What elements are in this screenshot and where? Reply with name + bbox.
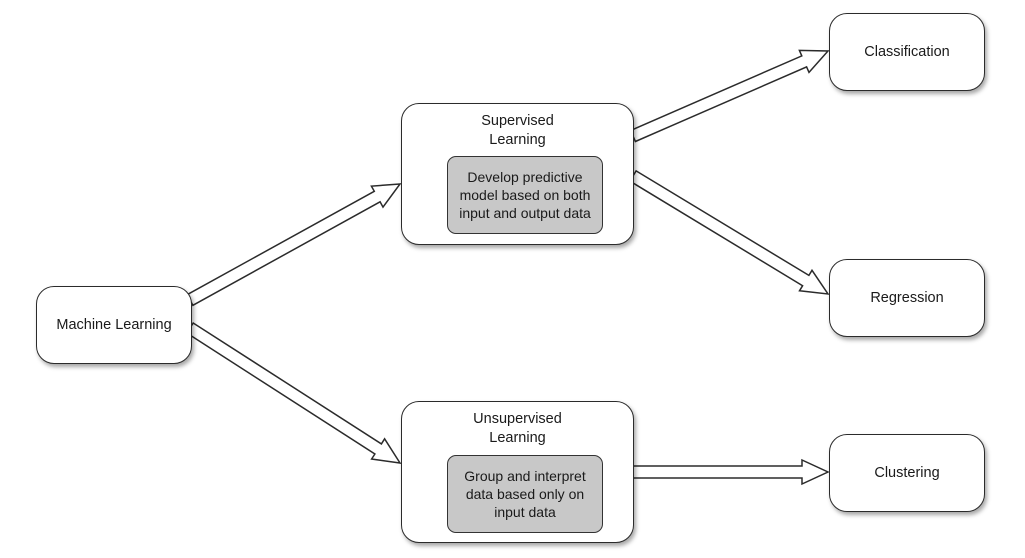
classification-node: Classification xyxy=(829,13,985,91)
arrow-ml-to-unsupervised xyxy=(185,321,402,464)
supervised-learning-node: Supervised Learning Develop predictive m… xyxy=(401,103,634,245)
clustering-node: Clustering xyxy=(829,434,985,512)
unsupervised-learning-title: Unsupervised Learning xyxy=(473,411,562,446)
regression-label: Regression xyxy=(870,289,944,306)
clustering-label: Clustering xyxy=(874,464,940,481)
arrow-ml-to-supervised xyxy=(186,183,402,307)
supervised-learning-description: Develop predictive model based on both i… xyxy=(447,156,603,234)
machine-learning-label: Machine Learning xyxy=(56,316,172,333)
classification-label: Classification xyxy=(864,43,950,60)
machine-learning-node: Machine Learning xyxy=(36,286,192,364)
supervised-learning-title: Supervised Learning xyxy=(481,113,554,148)
arrow-supervised-to-classification xyxy=(629,49,830,143)
arrow-supervised-to-regression xyxy=(628,169,830,295)
regression-node: Regression xyxy=(829,259,985,337)
arrow-unsupervised-to-clustering xyxy=(632,458,830,486)
unsupervised-learning-description: Group and interpret data based only on i… xyxy=(447,455,603,533)
unsupervised-learning-node: Unsupervised Learning Group and interpre… xyxy=(401,401,634,543)
